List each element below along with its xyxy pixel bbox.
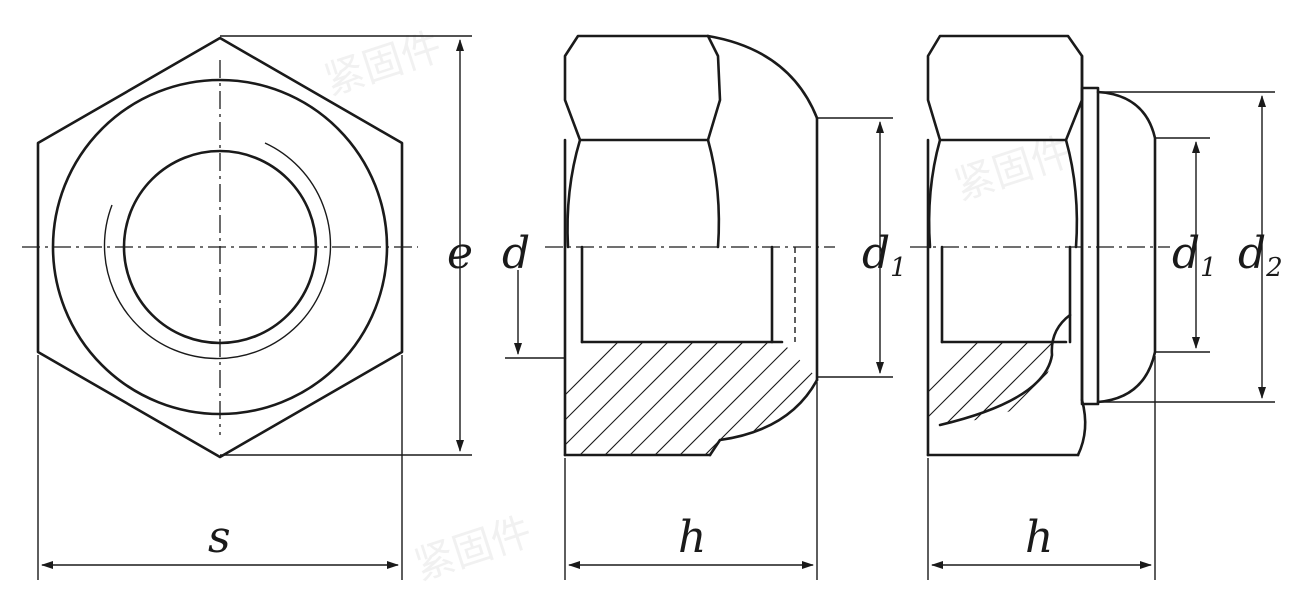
side-view-cap-nut [545, 34, 835, 457]
label-h-right: h [1025, 512, 1053, 563]
label-d1-side: d1 [862, 228, 907, 283]
thread-root-arc [103, 142, 332, 360]
dimension-d [505, 270, 565, 359]
label-e: e [447, 228, 473, 279]
svg-text:紧固件: 紧固件 [409, 509, 537, 590]
label-d2: d2 [1238, 228, 1283, 283]
dimension-h-side [564, 382, 818, 580]
front-view [22, 36, 418, 459]
label-s: s [208, 512, 231, 563]
dimension-e [220, 35, 472, 456]
label-d1-right: d1 [1172, 228, 1217, 283]
section-hatch-right [928, 342, 1066, 425]
dimension-d2 [1100, 91, 1275, 403]
label-d: d [502, 228, 530, 279]
section-hatch-side [565, 342, 817, 455]
dimension-d1-right [1155, 137, 1210, 353]
dimension-h-right [927, 356, 1156, 580]
hex-outline [36, 36, 404, 459]
side-view-insert-nut [910, 34, 1170, 457]
label-h-side: h [678, 512, 706, 563]
dimension-d1-side [817, 117, 893, 378]
dimension-s [37, 355, 403, 580]
watermark: 紧固件 紧固件 紧固件 [319, 24, 1077, 590]
